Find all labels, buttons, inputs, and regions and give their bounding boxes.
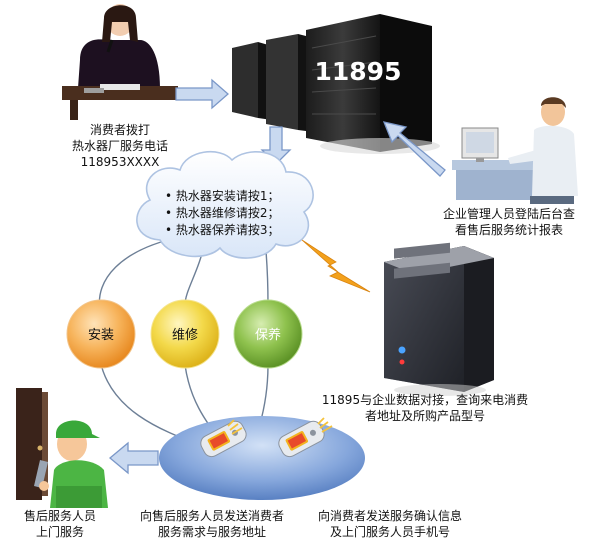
sms-to-staff-line1: 向售后服务人员发送消费者	[139, 509, 284, 523]
ivr-menu: 热水器安装请按1； 热水器维修请按2； 热水器保养请按3；	[165, 188, 280, 239]
technician-icon	[16, 388, 108, 508]
integration-caption: 11895与企业数据对接，查询来电消费 者地址及所购产品型号	[306, 392, 544, 424]
admin-caption-line1: 企业管理人员登陆后台查	[442, 207, 575, 221]
phones-ellipse	[159, 416, 365, 500]
service-repair-label: 维修	[172, 328, 198, 343]
admin-computer-icon	[452, 97, 578, 204]
sms-to-staff-caption: 向售后服务人员发送消费者 服务需求与服务地址	[128, 508, 296, 540]
service-install-ball[interactable]	[66, 299, 136, 369]
ivr-menu-item-maintain: 热水器保养请按3；	[165, 222, 280, 239]
integration-caption-line1: 11895与企业数据对接，查询来电消费	[321, 393, 529, 407]
technician-caption-line1: 售后服务人员	[23, 509, 96, 523]
arrow-phones-to-technician	[108, 441, 159, 475]
ivr-menu-item-repair: 热水器维修请按2；	[165, 205, 280, 222]
mobile-phone-icon	[200, 419, 247, 458]
service-maintain-ball[interactable]	[233, 299, 303, 369]
server-brand-label: 11895	[315, 57, 402, 86]
mobile-phone-icon	[278, 417, 333, 458]
integration-caption-line2: 者地址及所购产品型号	[364, 409, 485, 423]
sms-to-consumer-line1: 向消费者发送服务确认信息	[317, 509, 462, 523]
server-tower-icon	[384, 242, 494, 396]
server-rack-icon	[232, 14, 440, 154]
consumer-caption: 消费者拨打 热水器厂服务电话 118953XXXX	[55, 122, 185, 170]
consumer-caption-line2: 热水器厂服务电话	[71, 139, 168, 153]
consumer-caption-line3: 118953XXXX	[80, 155, 160, 169]
admin-caption-line2: 看售后服务统计报表	[454, 223, 563, 237]
arrow-consumer-to-server	[175, 78, 229, 110]
consumer-phone-icon	[62, 4, 178, 120]
service-install-label: 安装	[88, 328, 114, 343]
service-maintain-label: 保养	[255, 327, 281, 343]
consumer-caption-line1: 消费者拨打	[89, 123, 150, 137]
sms-to-consumer-line2: 及上门服务人员手机号	[329, 525, 450, 539]
sms-to-consumer-caption: 向消费者发送服务确认信息 及上门服务人员手机号	[306, 508, 474, 540]
admin-caption: 企业管理人员登陆后台查 看售后服务统计报表	[432, 206, 586, 238]
arrow-admin-to-server	[382, 121, 446, 177]
technician-caption-line2: 上门服务	[35, 525, 84, 539]
ivr-menu-item-install: 热水器安装请按1；	[165, 188, 280, 205]
sms-to-staff-line2: 服务需求与服务地址	[157, 525, 266, 539]
lightning-icon	[301, 239, 371, 293]
technician-caption: 售后服务人员 上门服务	[10, 508, 110, 540]
service-repair-ball[interactable]	[150, 299, 220, 369]
